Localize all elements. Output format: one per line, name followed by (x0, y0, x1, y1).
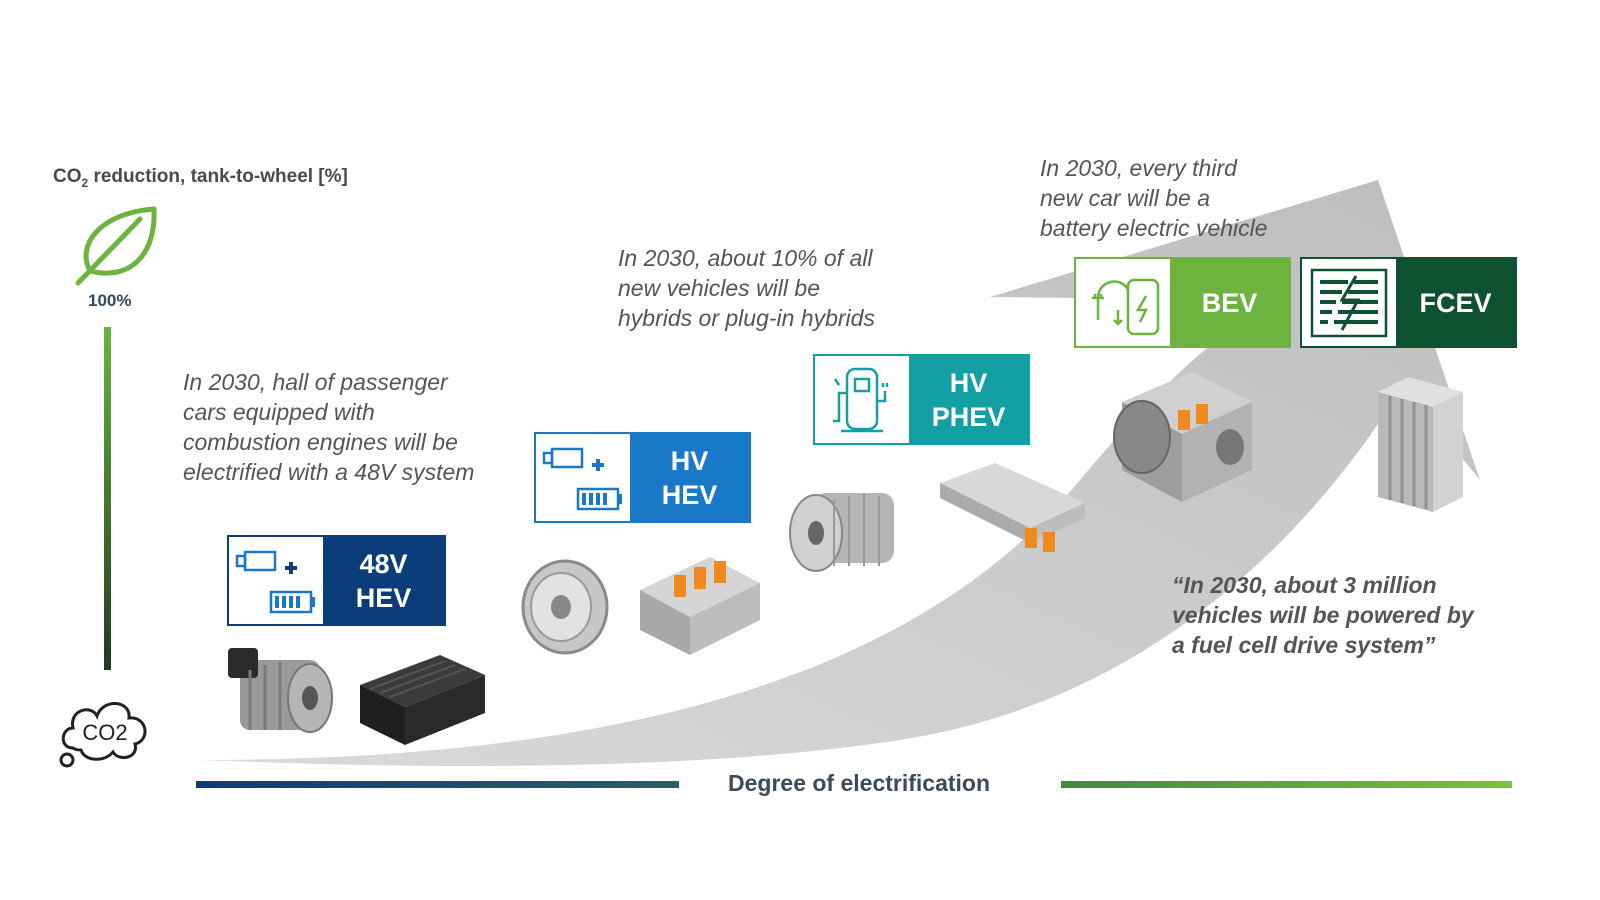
badge-hv-phev: HV PHEV (813, 354, 1030, 445)
x-axis-label: Degree of electrification (728, 770, 991, 796)
electric-motor-hv-image (521, 559, 609, 655)
badge-hv-hev: HV HEV (534, 432, 751, 523)
leaf-icon (75, 206, 157, 286)
electric-motor-48v-image (228, 648, 333, 733)
eaxle-bev-image (1113, 372, 1252, 502)
fuel-cell-stack-image (1378, 377, 1463, 512)
fuel-cell-icon (1302, 259, 1396, 346)
badge-hvhev-line1: HV (670, 445, 709, 476)
charging-station-icon (1076, 259, 1170, 346)
engine-battery-icon-2 (536, 434, 630, 521)
y-axis-top-value: 100% (88, 291, 132, 310)
badge-hvhev-line2: HEV (661, 479, 718, 510)
badge-fcev-label: FCEV (1419, 287, 1492, 318)
badge-48v-line2: HEV (355, 582, 412, 613)
badge-bev-label: BEV (1201, 287, 1258, 318)
y-axis-label: CO2 reduction, tank-to-wheel [%] (53, 166, 348, 190)
co2-cloud-icon: CO2 (59, 702, 147, 768)
badge-phev-line2: PHEV (931, 401, 1006, 432)
inverter-phev-image (940, 463, 1085, 552)
badge-48v-hev: 48V HEV (227, 535, 446, 626)
battery-48v-image (360, 655, 485, 745)
electric-motor-phev-image (789, 493, 894, 572)
co2-text: CO2 (82, 720, 127, 745)
engine-battery-icon (229, 537, 323, 624)
badge-48v-line1: 48V (359, 548, 408, 579)
badge-fcev: FCEV (1300, 257, 1517, 348)
badge-bev: BEV (1074, 257, 1291, 348)
badge-phev-line1: HV (949, 367, 988, 398)
fuel-pump-plug-icon (815, 356, 909, 443)
power-electronics-hev-image (640, 557, 760, 655)
